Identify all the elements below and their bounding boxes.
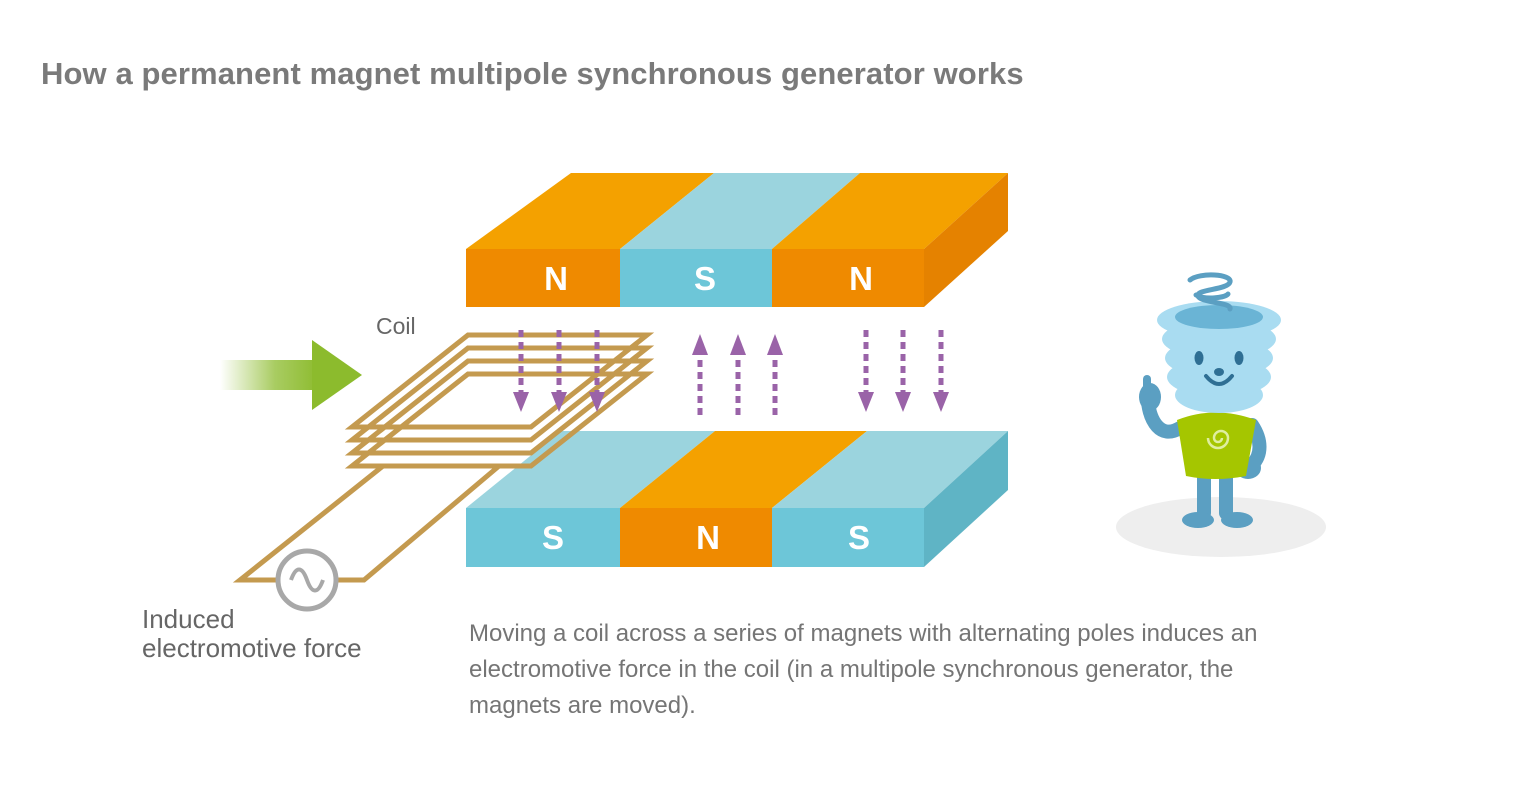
top-magnet-pole-1-label: N (544, 260, 568, 297)
bottom-magnet-pole-1-label: S (542, 519, 564, 556)
bottom-magnet-pole-3-top (772, 431, 1008, 508)
bottom-magnet-side (924, 431, 1008, 567)
arrow-up-icon (730, 334, 746, 355)
top-magnet-pole-2-front (620, 249, 772, 307)
arrow-down-icon (513, 392, 529, 412)
mascot-character (1116, 272, 1326, 557)
bottom-magnet-pole-2-label: N (696, 519, 720, 556)
top-magnet-pole-2-label: S (694, 260, 716, 297)
caption-line-1: Moving a coil across a series of magnets… (469, 620, 1258, 647)
caption-line-3: magnets are moved). (469, 692, 696, 719)
spring-icon (1187, 272, 1233, 312)
swirl-icon (1206, 429, 1230, 450)
emf-label: Induced electromotive force (142, 605, 362, 663)
field-arrows (518, 330, 944, 415)
caption: Moving a coil across a series of magnets… (469, 616, 1369, 724)
top-magnet-pole-3-label: N (849, 260, 873, 297)
mascot-shadow (1116, 497, 1326, 557)
page-title: How a permanent magnet multipole synchro… (41, 56, 1024, 91)
emf-label-line-2: electromotive force (142, 633, 362, 663)
coil (344, 332, 655, 469)
circuit (232, 464, 501, 583)
field-arrowheads (513, 334, 949, 412)
arrow-down-icon (933, 392, 949, 412)
arrow-down-icon (895, 392, 911, 412)
top-magnet-pole-1-top (466, 173, 714, 249)
top-magnet-pole-3-front (772, 249, 924, 307)
caption-line-2: electromotive force in the coil (in a mu… (469, 656, 1234, 683)
arrow-up-icon (692, 334, 708, 355)
bottom-magnet-pole-2-front (620, 508, 772, 567)
bottom-magnet-pole-2-top (620, 431, 867, 508)
arrow-up-icon (767, 334, 783, 355)
motion-arrow-icon (220, 340, 362, 410)
ac-source-icon (275, 548, 339, 612)
top-magnet-pole-1-front (466, 249, 620, 307)
bottom-magnet-pole-3-label: S (848, 519, 870, 556)
arrow-down-icon (589, 392, 605, 412)
top-magnet-pole-2-top (620, 173, 860, 249)
emf-label-line-1: Induced (142, 604, 235, 634)
top-magnet-pole-3-top (772, 173, 1008, 249)
bottom-magnet: S N S (466, 431, 1008, 567)
bottom-magnet-pole-1-front (466, 508, 620, 567)
arrow-down-icon (858, 392, 874, 412)
top-magnet: N S N (466, 173, 1008, 307)
top-magnet-side (924, 173, 1008, 307)
bottom-magnet-pole-1-top (466, 431, 715, 508)
arrow-down-icon (551, 392, 567, 412)
bottom-magnet-pole-3-front (772, 508, 924, 567)
coil-label: Coil (376, 313, 416, 339)
